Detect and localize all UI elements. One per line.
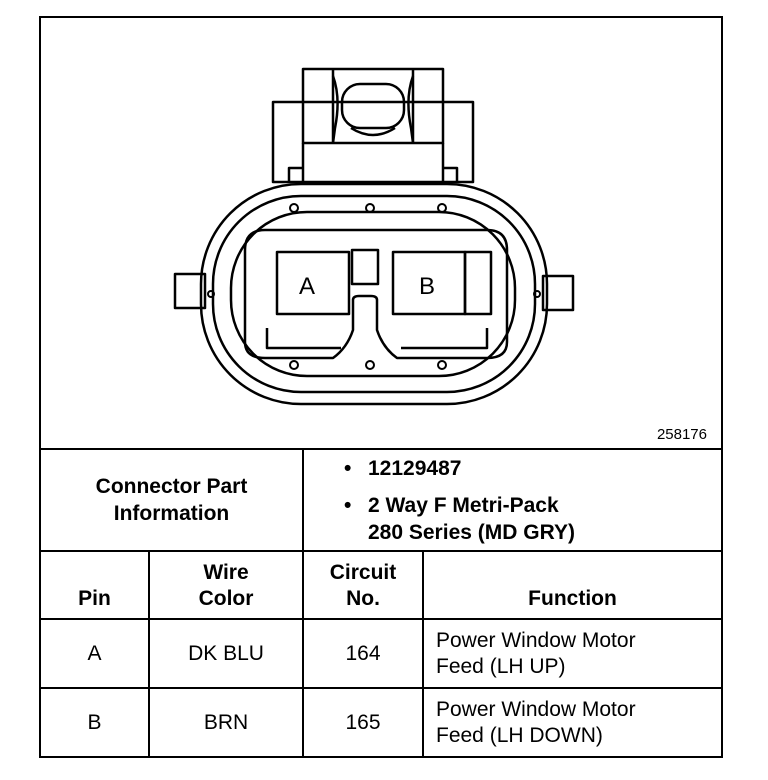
side-slot-b: [463, 250, 493, 316]
connector-table: Connector Part Information • 12129487 • …: [41, 448, 721, 757]
header-wire-color: Wire Color: [148, 550, 304, 620]
header-circuit-no: Circuit No.: [302, 550, 424, 620]
shell-holes: [207, 203, 541, 370]
header-function: Function: [422, 550, 721, 620]
description-line-1: 2 Way F Metri-Pack: [368, 493, 559, 517]
connector-outer-shell: [199, 182, 549, 406]
connector-latch: [271, 67, 475, 184]
row-a-function: Power Window Motor Feed (LH UP): [422, 618, 721, 689]
connector-diagram-frame: A B 258176 Connector Part Information • …: [39, 16, 723, 758]
row-a-pin: A: [41, 618, 150, 689]
connector-side-ears: [173, 272, 575, 312]
center-key: [350, 248, 380, 286]
table-header-row: Pin Wire Color Circuit No. Function: [41, 550, 721, 620]
connector-info-details: • 12129487 • 2 Way F Metri-Pack 280 Seri…: [302, 448, 721, 552]
pin-b-label: B: [419, 273, 435, 300]
row-a-wire-color: DK BLU: [148, 618, 304, 689]
terminal-cavity-a: [275, 250, 351, 316]
connector-description-item: • 2 Way F Metri-Pack 280 Series (MD GRY): [344, 493, 575, 544]
connector-info-label: Connector Part Information: [41, 448, 304, 552]
row-b-pin: B: [41, 687, 150, 757]
part-number-item: • 12129487: [344, 456, 462, 480]
header-pin: Pin: [41, 550, 150, 620]
table-row: B BRN 165 Power Window Motor Feed (LH DO…: [41, 687, 721, 757]
figure-id: 258176: [656, 426, 707, 443]
row-a-circuit: 164: [302, 618, 424, 689]
row-b-wire-color: BRN: [148, 687, 304, 757]
table-row: A DK BLU 164 Power Window Motor Feed (LH…: [41, 618, 721, 689]
connector-face-drawing: A B: [173, 67, 575, 406]
description-line-2: 280 Series (MD GRY): [368, 520, 575, 544]
cavity-inner-contour: [243, 228, 509, 360]
connector-info-row: Connector Part Information • 12129487 • …: [41, 448, 721, 552]
connector-cavity: [229, 210, 517, 378]
part-number: 12129487: [368, 456, 462, 480]
row-b-function: Power Window Motor Feed (LH DOWN): [422, 687, 721, 757]
pin-a-label: A: [299, 273, 315, 300]
row-b-circuit: 165: [302, 687, 424, 757]
